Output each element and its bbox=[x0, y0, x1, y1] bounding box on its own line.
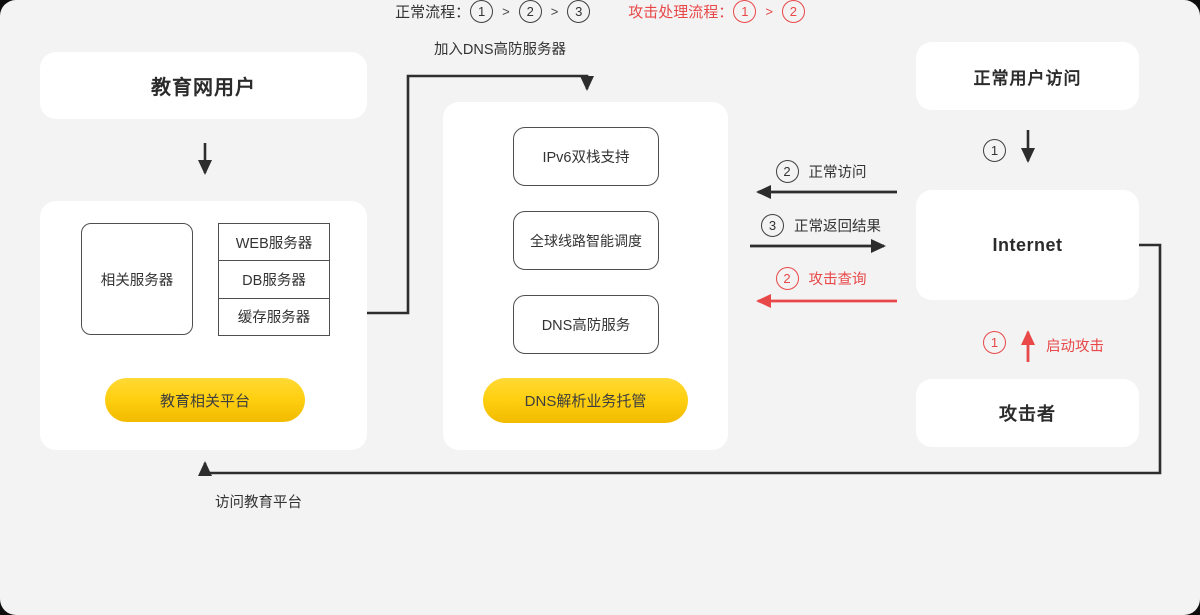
legend-attack-step-2: 2 bbox=[781, 0, 805, 23]
pill-dns-hosting: DNS解析业务托管 bbox=[483, 378, 688, 423]
flow-label-attack-query: 2 攻击查询 bbox=[745, 266, 897, 290]
node-internet: Internet bbox=[916, 190, 1139, 300]
legend: 正常流程： 1 > 2 > 3 攻击处理流程： 1 > 2 bbox=[0, 0, 1200, 23]
legend-attack-label: 攻击处理流程： bbox=[628, 4, 734, 21]
step-circle-normal-down: 1 bbox=[983, 139, 1006, 162]
legend-normal-label: 正常流程： bbox=[395, 4, 471, 21]
label-visit-edu-platform: 访问教育平台 bbox=[215, 495, 302, 511]
legend-attack-step-1: 1 bbox=[733, 0, 757, 23]
legend-step-2: 2 bbox=[518, 0, 542, 23]
step-circle-attack-up: 1 bbox=[983, 331, 1006, 354]
step-circle-attack-query: 2 bbox=[775, 266, 799, 290]
node-cache-server: 缓存服务器 bbox=[219, 297, 329, 335]
legend-separator-red: > bbox=[765, 4, 773, 19]
node-ipv6-dual-stack: IPv6双栈支持 bbox=[513, 127, 659, 186]
node-web-server: WEB服务器 bbox=[235, 235, 313, 252]
node-edu-users: 教育网用户 bbox=[40, 52, 367, 119]
legend-step-3: 3 bbox=[567, 0, 591, 23]
pill-edu-platform: 教育相关平台 bbox=[105, 378, 305, 422]
flow-label-attack-query-text: 攻击查询 bbox=[808, 271, 867, 288]
node-db-server: DB服务器 bbox=[219, 260, 329, 297]
step-circle-normal-visit: 2 bbox=[775, 159, 799, 183]
node-dns-protection: DNS高防服务 bbox=[513, 295, 659, 354]
legend-separator: > bbox=[550, 4, 559, 19]
node-related-server: 相关服务器 bbox=[81, 223, 193, 335]
flow-label-normal-visit-text: 正常访问 bbox=[808, 164, 867, 181]
step-circle-normal-return: 3 bbox=[761, 213, 784, 237]
server-stack: WEB服务器 DB服务器 缓存服务器 bbox=[218, 223, 330, 336]
flow-label-normal-return: 3 正常返回结果 bbox=[740, 213, 902, 237]
label-launch-attack: 启动攻击 bbox=[1046, 339, 1104, 355]
legend-step-1: 1 bbox=[470, 0, 494, 23]
node-attacker: 攻击者 bbox=[916, 379, 1139, 447]
legend-separator: > bbox=[502, 4, 510, 19]
flow-label-normal-return-text: 正常返回结果 bbox=[794, 218, 881, 235]
label-join-dns: 加入DNS高防服务器 bbox=[433, 42, 567, 58]
flow-label-normal-visit: 2 正常访问 bbox=[745, 159, 897, 183]
node-global-smart-routing: 全球线路智能调度 bbox=[513, 211, 659, 270]
node-normal-user-access: 正常用户访问 bbox=[916, 42, 1139, 110]
